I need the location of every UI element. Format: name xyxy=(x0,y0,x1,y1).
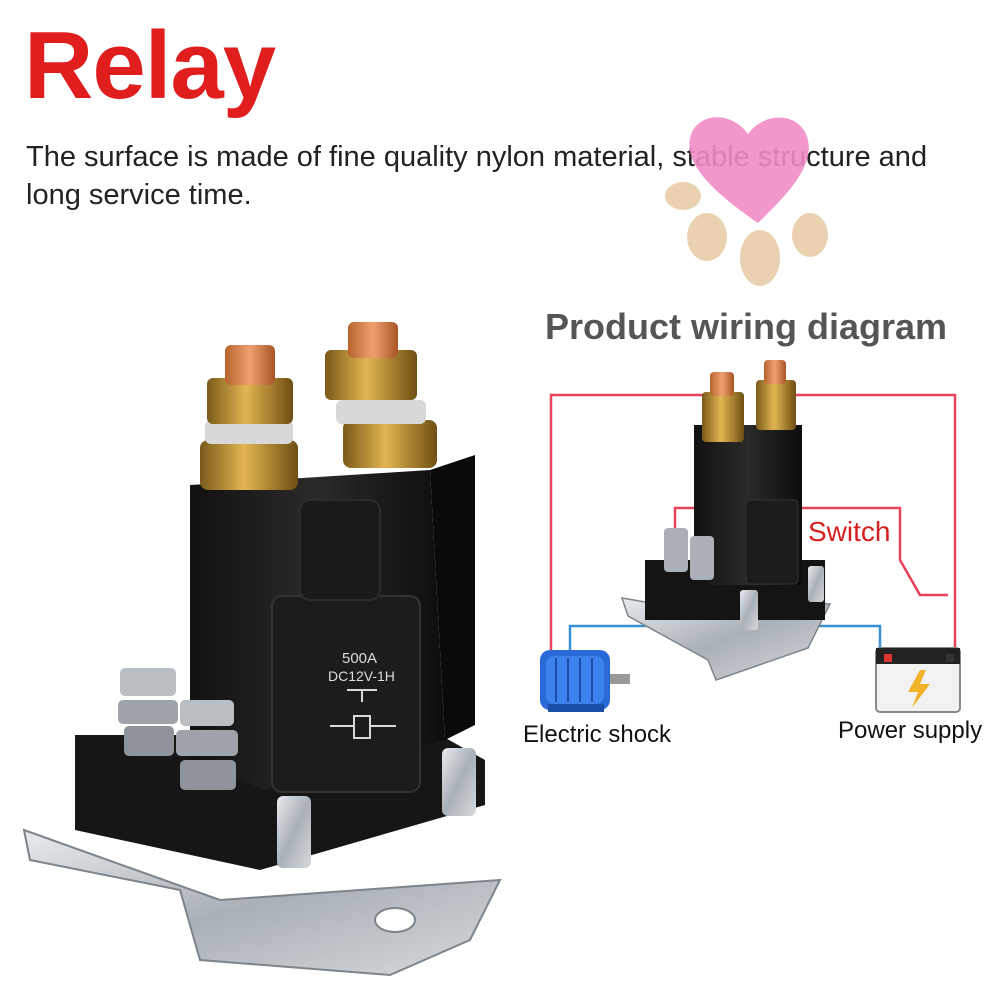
heart-paw-logo xyxy=(665,117,828,286)
relay-model: DC12V-1H xyxy=(328,668,395,684)
battery-icon xyxy=(875,647,961,713)
power-label: Power supply xyxy=(838,717,983,744)
wiring-diagram xyxy=(540,360,961,713)
terminal-right xyxy=(325,322,437,468)
relay-small xyxy=(620,360,832,681)
motor-label: Electric shock xyxy=(523,721,672,748)
terminal-left xyxy=(200,345,298,490)
diagram-title: Product wiring diagram xyxy=(545,306,948,347)
motor-icon xyxy=(540,650,630,712)
page-title: Relay xyxy=(24,12,276,119)
small-bolts xyxy=(118,668,238,790)
lightning-icon xyxy=(908,670,930,708)
relay-rating: 500A xyxy=(342,650,378,667)
relay-large xyxy=(22,322,502,977)
red-wire xyxy=(549,393,957,655)
switch-label: Switch xyxy=(808,516,891,547)
